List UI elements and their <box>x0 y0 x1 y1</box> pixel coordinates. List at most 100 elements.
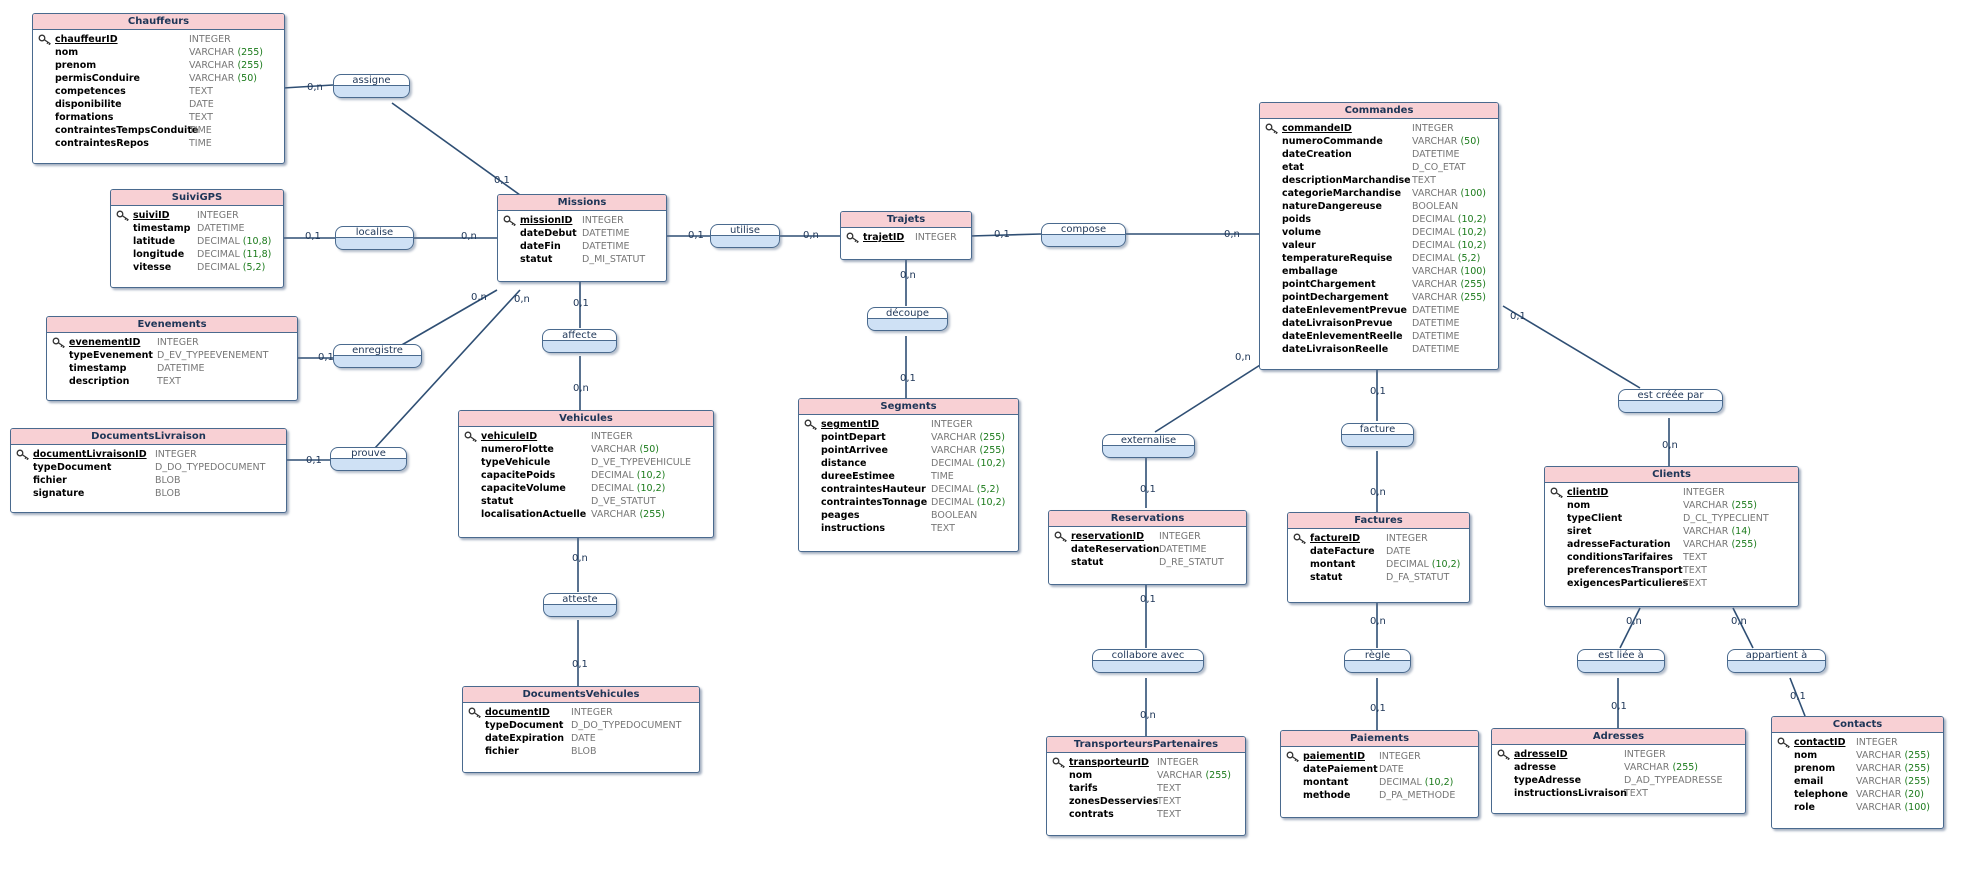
attribute-type: DATE <box>1386 545 1411 558</box>
attribute-type: TEXT <box>1683 577 1707 590</box>
primary-key-name: evenementID <box>69 337 141 348</box>
type-size: (100) <box>1460 188 1486 199</box>
type-name: D_AD_TYPEADRESSE <box>1624 775 1723 786</box>
cardinality-label: 0,1 <box>1370 703 1386 714</box>
attribute-name: typeDocument <box>33 462 112 473</box>
relation-compose[interactable]: compose <box>1041 223 1126 247</box>
attribute-type: VARCHAR (255) <box>1412 278 1486 291</box>
cardinality-label: 0,n <box>1662 440 1678 451</box>
type-name: VARCHAR <box>1412 279 1458 290</box>
entity-title: Trajets <box>841 212 971 228</box>
relation-enregistre[interactable]: enregistre <box>333 344 422 368</box>
relation-prouve[interactable]: prouve <box>330 447 407 471</box>
relation-liee[interactable]: est liée à <box>1577 649 1665 673</box>
relation-localise[interactable]: localise <box>335 226 414 250</box>
relation-affecte[interactable]: affecte <box>542 329 617 353</box>
cardinality-label: 0,1 <box>1140 484 1156 495</box>
type-name: INTEGER <box>1856 737 1898 748</box>
type-name: VARCHAR <box>1856 789 1902 800</box>
attribute-type: D_MI_STATUT <box>582 253 645 266</box>
cardinality-label: 0,1 <box>1510 311 1526 322</box>
attribute-name: dateCreation <box>1282 149 1352 160</box>
attribute-type: D_VE_STATUT <box>591 495 656 508</box>
relation-facture[interactable]: facture <box>1341 423 1414 447</box>
cardinality-label: 0,n <box>803 230 819 241</box>
relation-decoupe[interactable]: découpe <box>867 307 948 331</box>
attribute-name: poids <box>1282 214 1312 225</box>
attribute-type: DATETIME <box>582 240 630 253</box>
type-size: (255) <box>1904 763 1930 774</box>
attribute-type: INTEGER <box>1683 486 1725 499</box>
type-name: D_PA_METHODE <box>1379 790 1456 801</box>
type-size: (10,2) <box>1457 214 1487 225</box>
attribute-name: statut <box>520 254 553 265</box>
attribute-name: timestamp <box>69 363 127 374</box>
relation-utilise[interactable]: utilise <box>710 224 780 248</box>
type-name: INTEGER <box>1624 749 1666 760</box>
type-name: VARCHAR <box>1856 802 1902 813</box>
attribute-type: TIME <box>189 124 212 137</box>
cardinality-label: 0,1 <box>573 298 589 309</box>
type-name: DATETIME <box>1412 318 1460 329</box>
relation-regle[interactable]: règle <box>1344 649 1411 673</box>
relation-externalise[interactable]: externalise <box>1102 434 1195 458</box>
relation-creee[interactable]: est créée par <box>1618 389 1723 413</box>
attribute-type: TIME <box>189 137 212 150</box>
type-name: TEXT <box>189 112 213 123</box>
attribute-name: timestamp <box>133 223 191 234</box>
attribute-type: TEXT <box>1412 174 1436 187</box>
type-size: (10,2) <box>976 497 1006 508</box>
attribute-type: BLOB <box>571 745 596 758</box>
relation-appartient[interactable]: appartient à <box>1727 649 1826 673</box>
cardinality-label: 0,1 <box>994 229 1010 240</box>
relation-collabore[interactable]: collabore avec <box>1092 649 1204 673</box>
primary-key-icon <box>116 210 129 221</box>
type-name: VARCHAR <box>931 432 977 443</box>
type-name: VARCHAR <box>189 73 235 84</box>
type-name: INTEGER <box>189 34 231 45</box>
attribute-name: volume <box>1282 227 1322 238</box>
relation-assigne[interactable]: assigne <box>333 74 410 98</box>
relation-atteste[interactable]: atteste <box>543 593 617 617</box>
type-name: VARCHAR <box>591 509 637 520</box>
attribute-type: VARCHAR (255) <box>1856 762 1930 775</box>
attribute-type: TEXT <box>1683 551 1707 564</box>
attribute-type: D_FA_STATUT <box>1386 571 1449 584</box>
attribute-name: tarifs <box>1069 783 1098 794</box>
type-name: INTEGER <box>1386 533 1428 544</box>
